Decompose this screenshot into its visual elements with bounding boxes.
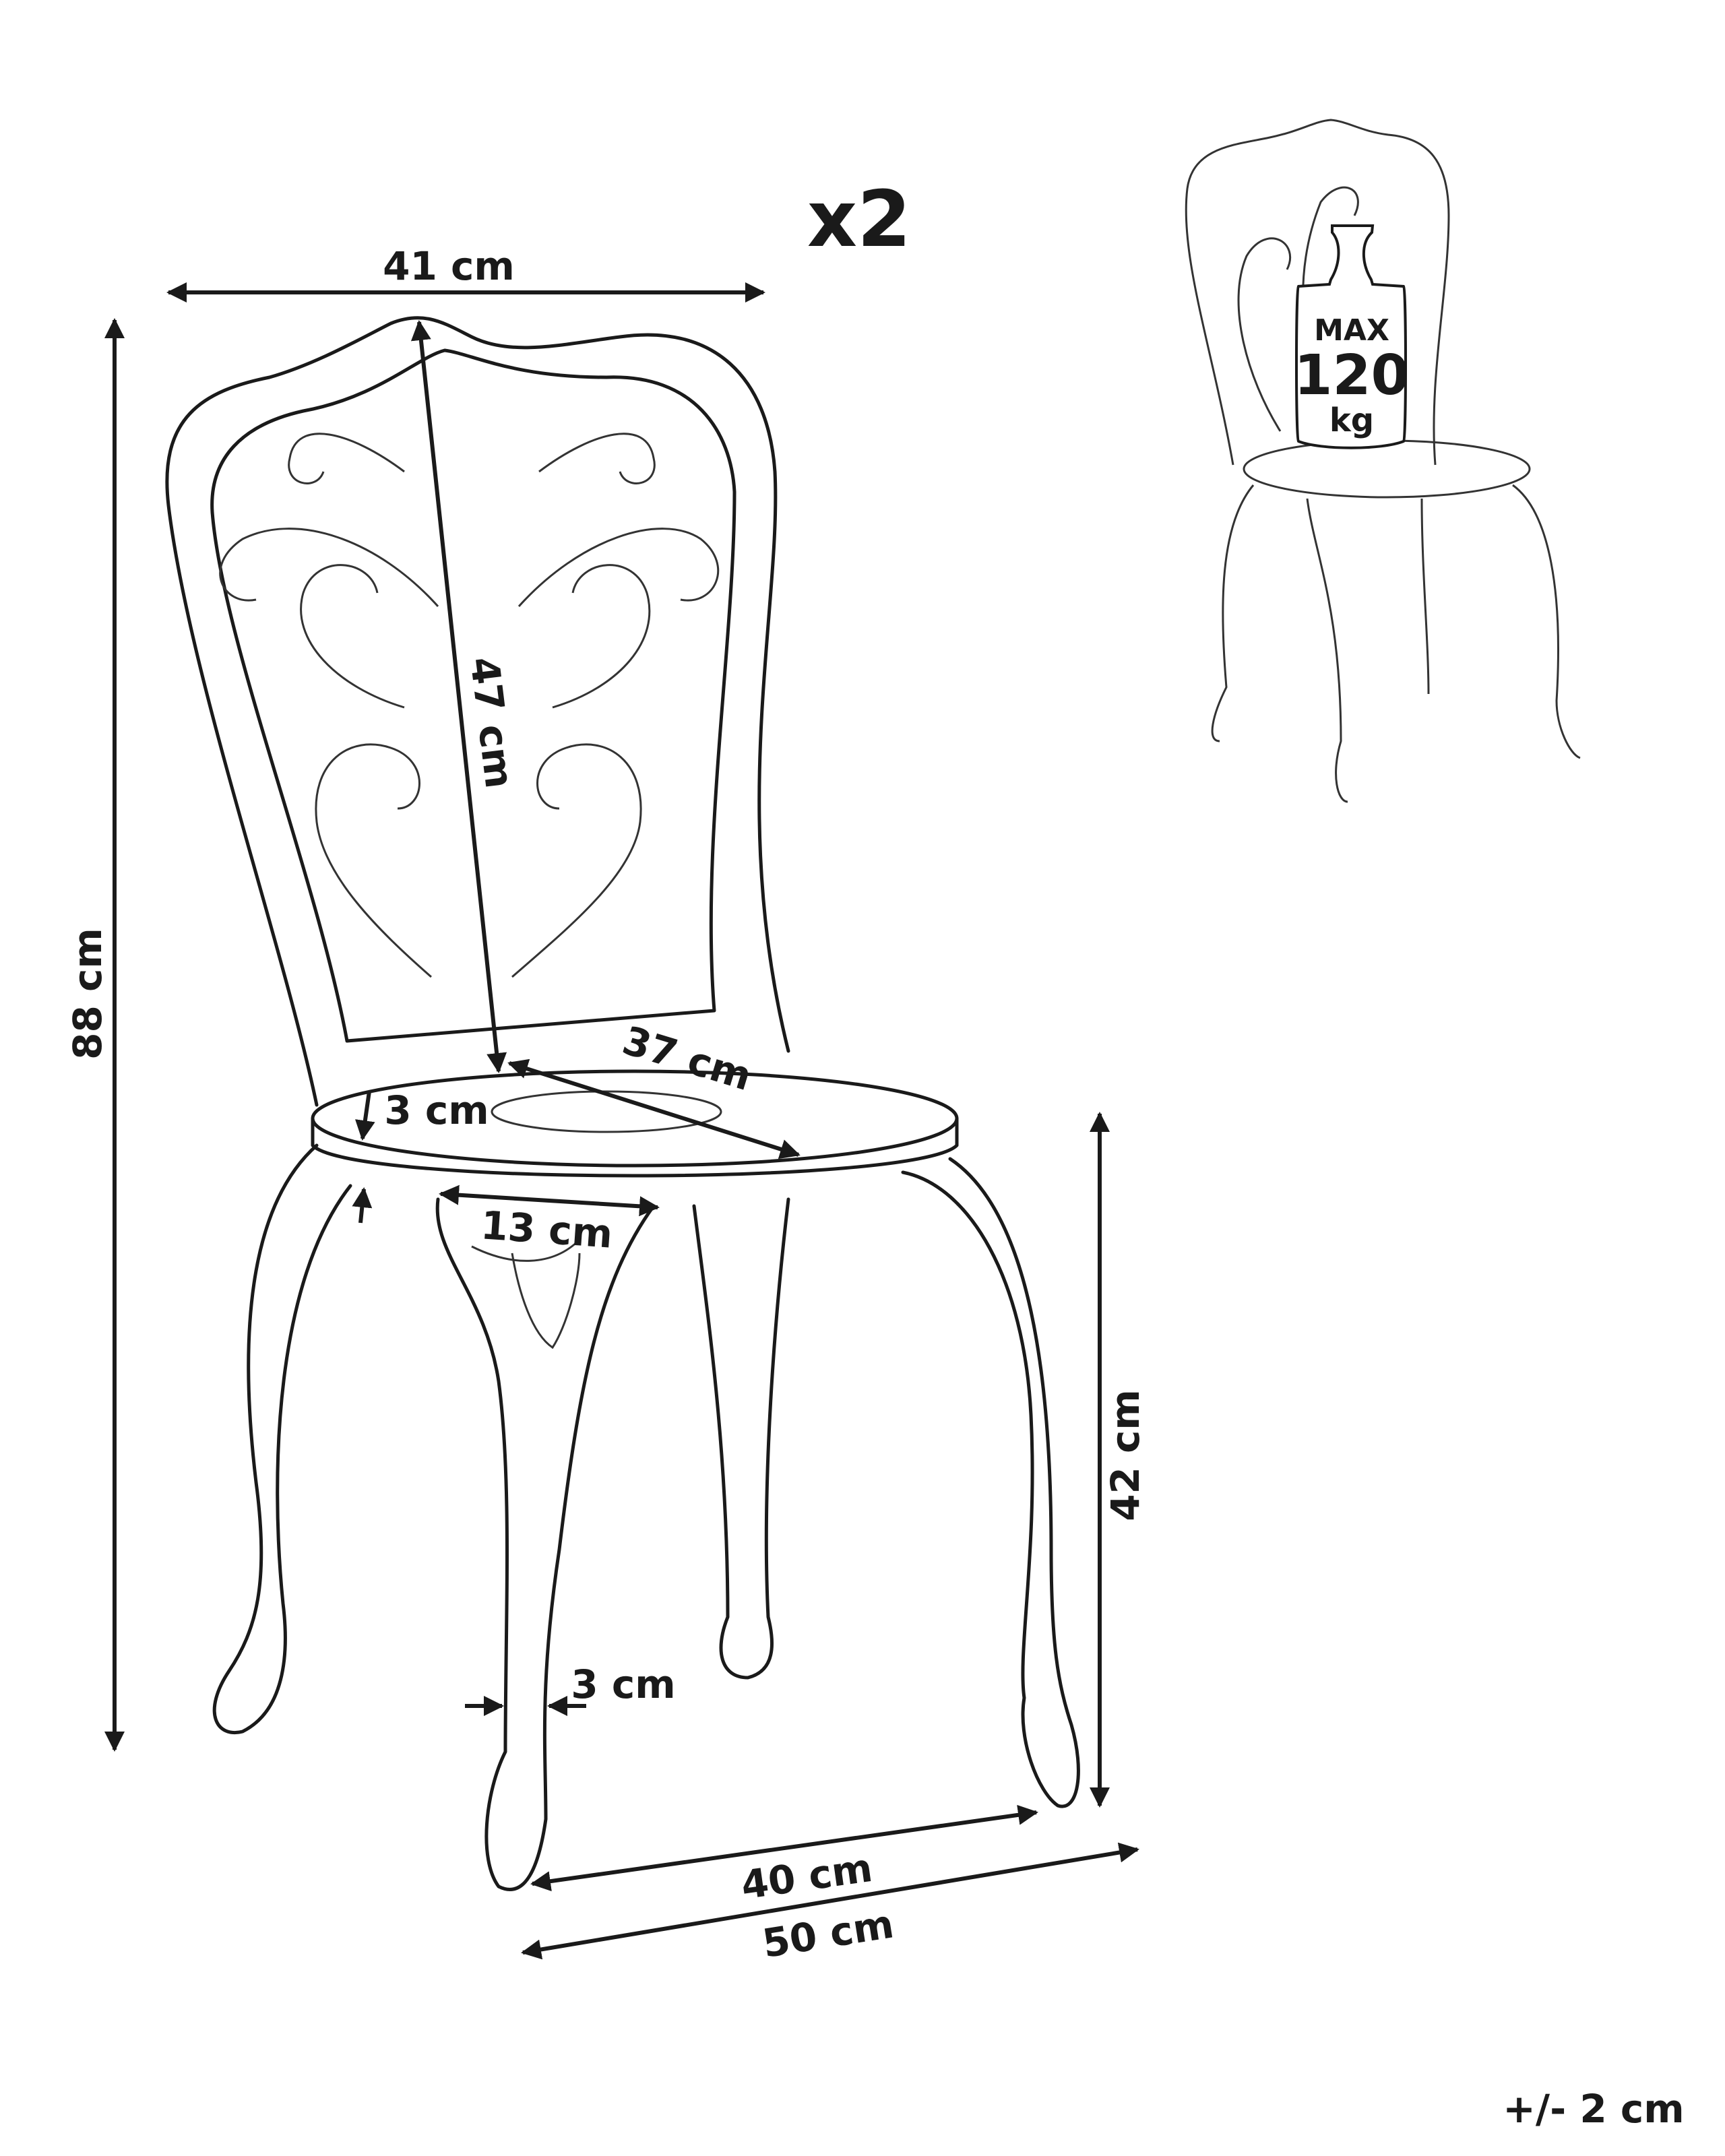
chair-seat-edge xyxy=(311,1116,959,1178)
seat-depth-label: 37 cm xyxy=(617,1017,757,1100)
chair-scrollwork-left xyxy=(219,433,439,978)
main-chair-drawing xyxy=(165,316,1080,1891)
chair-leg-front-left xyxy=(435,1197,656,1891)
inset-chair-seat xyxy=(1243,439,1531,499)
max-load-unit: kg xyxy=(1329,402,1374,439)
inset-chair-drawing xyxy=(1185,119,1581,803)
chair-leg-back-right xyxy=(692,1197,790,1680)
backrest-arrow xyxy=(410,320,507,1073)
inset-chair-backrest xyxy=(1185,119,1450,466)
dimension-lines xyxy=(104,282,1139,1960)
chair-leg-back-left xyxy=(212,1143,352,1734)
chair-seat-center xyxy=(491,1090,722,1133)
apron-width-label: 13 cm xyxy=(479,1202,614,1257)
seat-thickness-arrow-bottom xyxy=(352,1187,373,1224)
seat-thickness-label: 3 cm xyxy=(384,1087,489,1133)
tolerance-label: +/- 2 cm xyxy=(1503,2086,1684,2132)
max-load-weight: MAX 120 kg xyxy=(1294,224,1410,449)
seat-height-label: 42 cm xyxy=(1102,1389,1148,1521)
inset-chair-legs xyxy=(1211,484,1581,803)
chair-scrollwork-right xyxy=(511,433,720,978)
height-label: 88 cm xyxy=(65,928,111,1060)
quantity-label: x2 xyxy=(807,175,911,265)
seat-thickness-arrow-top xyxy=(354,1091,375,1141)
weight-icon xyxy=(1295,224,1407,449)
chair-leg-front-right xyxy=(901,1157,1080,1808)
chair-apron-ornament xyxy=(471,1238,581,1350)
leg-width-label: 3 cm xyxy=(571,1661,675,1707)
apron-width-arrow xyxy=(439,1184,660,1217)
backrest-height-label: 47 cm xyxy=(461,654,522,791)
max-load-value: 120 xyxy=(1294,344,1409,408)
base-depth-arrow xyxy=(521,1842,1139,1960)
max-load-label: MAX xyxy=(1314,313,1389,348)
seat-depth-arrow xyxy=(507,1058,801,1160)
width-label: 41 cm xyxy=(383,243,515,289)
